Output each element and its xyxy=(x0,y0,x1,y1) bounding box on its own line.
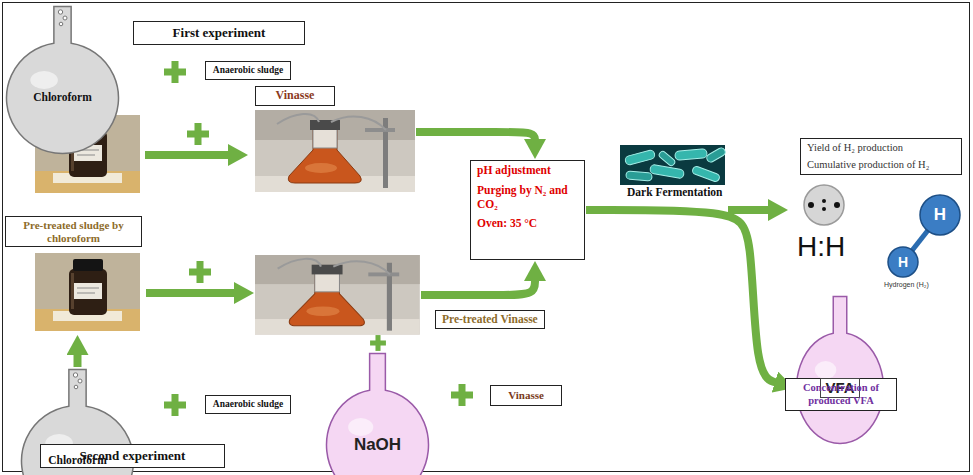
vinasse-photo xyxy=(255,255,420,335)
photo-frame: Pre-treated Vinasse xyxy=(255,255,420,335)
experiment-title: Second experiment xyxy=(47,448,218,464)
flow-arrow xyxy=(63,89,771,210)
photo-heading: Pre-treated sludge by chloroform xyxy=(5,216,142,247)
photo-frame: Vinasse xyxy=(255,86,415,196)
plus-sign xyxy=(164,61,186,83)
plus-sign xyxy=(187,123,209,145)
image-label: Dark Fermentation xyxy=(627,186,723,200)
bacteria-picture xyxy=(620,145,727,185)
flask-label: Chloroform xyxy=(33,91,92,105)
flow-arrow xyxy=(421,279,535,295)
plus-sign xyxy=(189,261,211,283)
outer-frame xyxy=(3,3,970,472)
experiment-title: First experiment xyxy=(140,25,298,41)
flask-outline xyxy=(795,295,885,445)
flow-arrow xyxy=(586,210,777,383)
flask-outline xyxy=(5,5,120,155)
flask-label: NaOH xyxy=(354,435,401,455)
reagent-name: Vinasse xyxy=(497,389,555,402)
reagent-flask: NaOH xyxy=(325,352,430,475)
reagent-label: Anaerobic sludge xyxy=(205,61,291,80)
flask-outline xyxy=(325,352,430,475)
reagent-name: Anaerobic sludge xyxy=(212,65,284,76)
product-flask: VFA xyxy=(795,295,885,445)
image-caption: Hydrogen (H₂) xyxy=(884,281,929,289)
reagent-name: Anaerobic sludge xyxy=(212,399,284,410)
process-step: Oven: 35 °C xyxy=(477,217,578,231)
plus-sign xyxy=(451,384,473,406)
process-step: pH adjustment xyxy=(477,164,578,178)
result-text: Yield of H₂ production xyxy=(807,142,955,155)
result-box: Concentration of produced VFA xyxy=(785,378,897,411)
atom-label: H xyxy=(934,205,946,225)
plus-sign xyxy=(164,394,186,416)
result-box: Yield of H₂ productionCumulative product… xyxy=(800,138,962,175)
result-text: Cumulative production of H₂ xyxy=(807,159,955,172)
atom-label: H xyxy=(898,254,908,271)
result-text: Concentration of produced VFA xyxy=(792,382,890,407)
process-step: Purging by N₂ and CO₂ xyxy=(477,184,578,212)
flow-arrow xyxy=(146,289,236,297)
reagent-label: Vinasse xyxy=(490,385,562,406)
vinasse-photo xyxy=(255,110,415,192)
process-box: pH adjustmentPurging by N₂ and CO₂ Oven: … xyxy=(470,160,585,260)
flow-arrow xyxy=(74,353,82,367)
flow-arrow xyxy=(416,132,535,141)
reagent-label: Anaerobic sludge xyxy=(205,395,291,414)
experiment-label: First experiment xyxy=(133,21,305,45)
reagent-flask: Chloroform xyxy=(5,5,120,155)
sludge-photo xyxy=(35,253,140,331)
plus-sign xyxy=(370,335,386,351)
photo-caption: Pre-treated Vinasse xyxy=(435,310,545,329)
photo-heading: Vinasse xyxy=(255,86,335,106)
formula-label: H:H xyxy=(797,230,845,264)
photo-frame: Pre-treated sludge by chloroform xyxy=(5,216,145,334)
